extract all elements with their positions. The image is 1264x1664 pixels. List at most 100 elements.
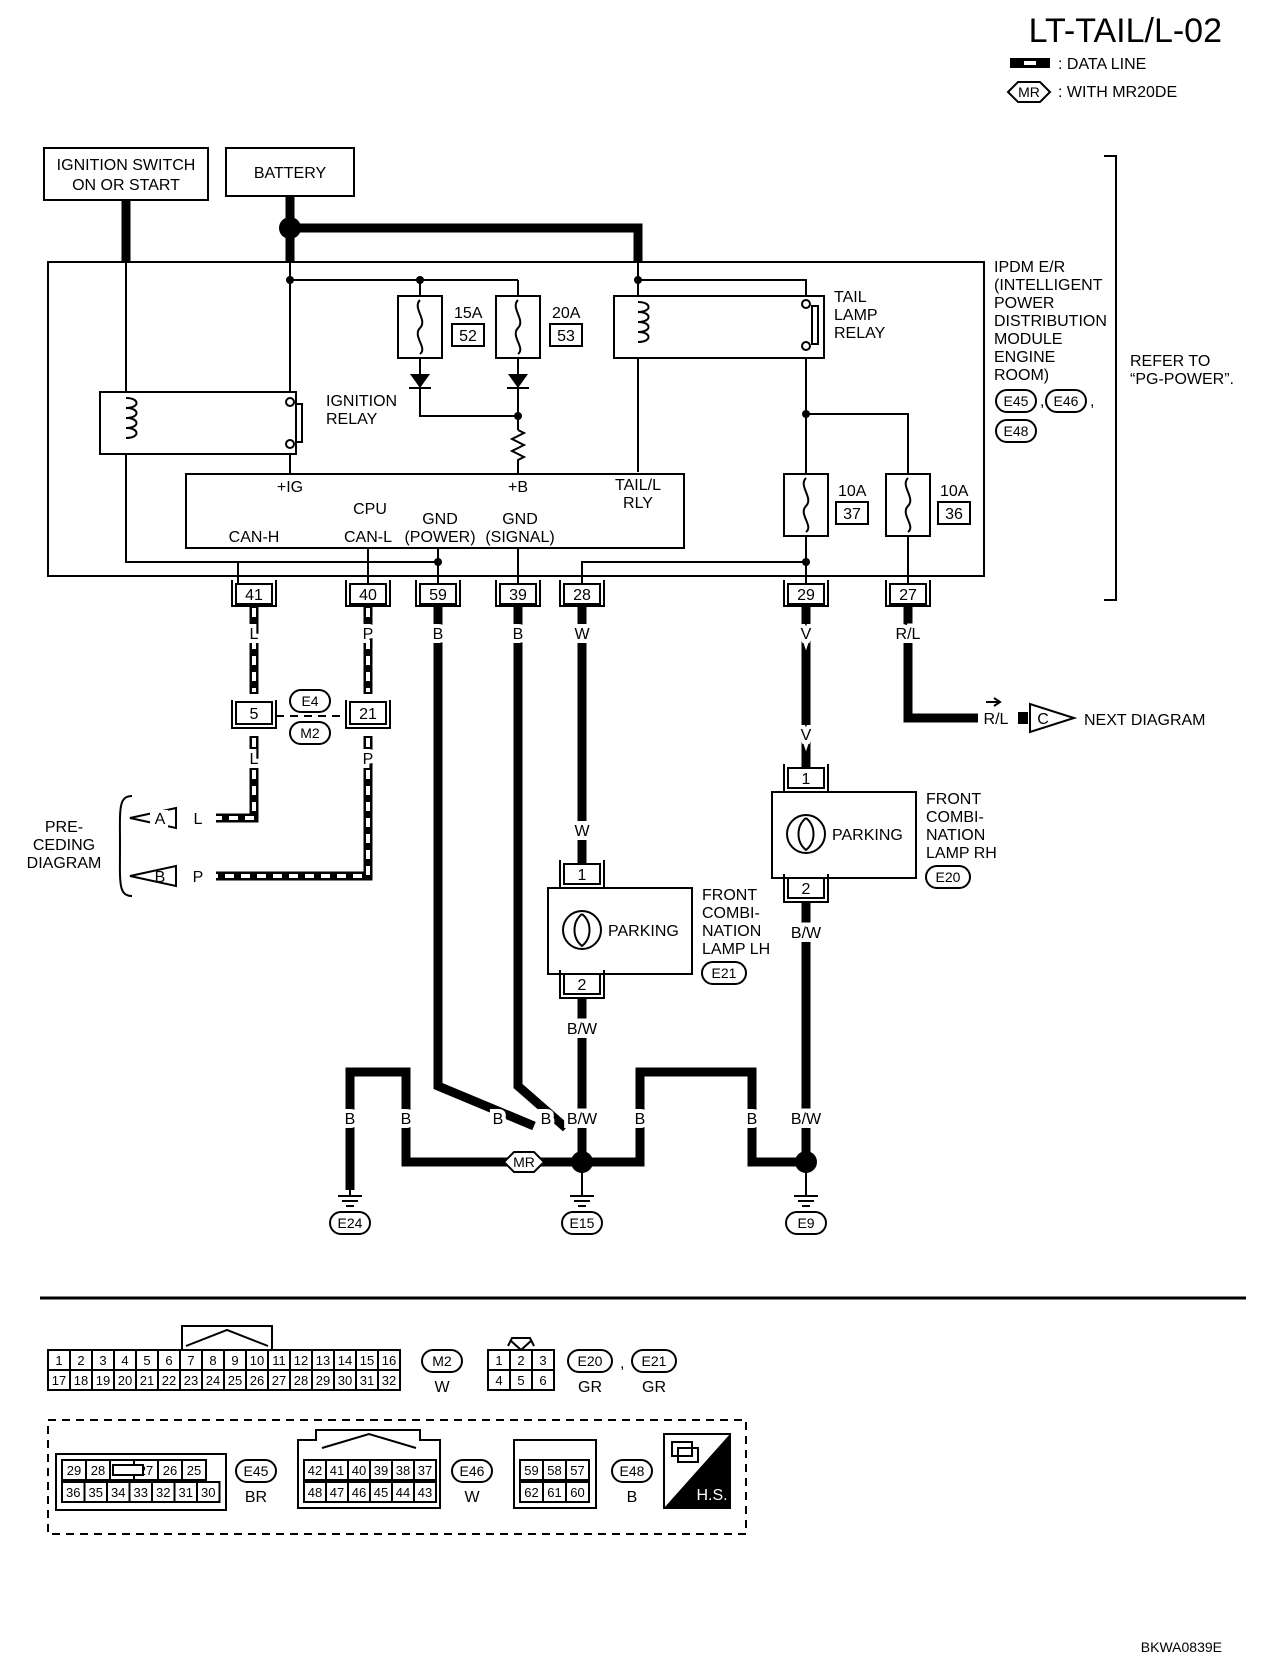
cpu-canh: CAN-H [229, 529, 280, 546]
ground-wire-labels: B B B B B/W B B B/W [341, 1107, 826, 1132]
ground-e24-label: E24 [338, 1215, 363, 1231]
connector-pin: 10 [250, 1353, 264, 1368]
wire-color-40: P [363, 626, 374, 643]
lamp-lh-name: PARKING [608, 923, 679, 940]
wire-color-41: L [250, 626, 259, 643]
ipdm-label-1: IPDM E/R [994, 259, 1065, 276]
connector-icon [671, 1441, 699, 1463]
inline-pin-21: 21 [359, 706, 377, 723]
conn-e21-color: GR [642, 1379, 666, 1396]
lamp-rh-wire-out: B/W [791, 925, 822, 942]
connector-pin: 21 [140, 1373, 154, 1388]
lamp-rh-label-3: NATION [926, 827, 985, 844]
connector-pin: 57 [570, 1463, 584, 1478]
connector-pin: 32 [156, 1485, 170, 1500]
connector-pin: 34 [111, 1485, 125, 1500]
cpu-title: CPU [353, 501, 387, 518]
footer-code: BKWA0839E [1141, 1639, 1222, 1655]
connector-pin: 58 [547, 1463, 561, 1478]
front-combination-lamp-rh: 1 PARKING 2 FRONT COMBI- NATION LAMP RH … [771, 764, 997, 903]
ipdm-label-5: MODULE [994, 331, 1062, 348]
wire-color-28: W [574, 626, 590, 643]
connector-pin: 8 [209, 1353, 216, 1368]
ignition-relay-l1: IGNITION [326, 393, 397, 410]
lamp-lh-pin2: 2 [578, 977, 587, 994]
lamp-lh-label-2: COMBI- [702, 905, 760, 922]
legend-mr-code: MR [1018, 84, 1040, 100]
battery-label: BATTERY [254, 165, 327, 182]
lamp-lh-wire-out: B/W [567, 1021, 598, 1038]
ground-mr-label: MR [513, 1154, 535, 1170]
connector-pin: 9 [231, 1353, 238, 1368]
hs-label: H.S. [696, 1487, 727, 1504]
ipdm-label-3: POWER [994, 295, 1054, 312]
connector-pin: 46 [352, 1485, 366, 1500]
connector-pin: 12 [294, 1353, 308, 1368]
connector-pin: 17 [52, 1373, 66, 1388]
next-diagram-label: NEXT DIAGRAM [1084, 712, 1206, 729]
gwire-2: B [493, 1111, 504, 1128]
connector-pin: 6 [539, 1373, 546, 1388]
lamp-lh-conn: E21 [712, 965, 737, 981]
connector-pin: 28 [294, 1373, 308, 1388]
lamp-lh-wire-in: W [574, 823, 590, 840]
refer-line1: REFER TO [1130, 353, 1210, 370]
lamp-rh-label-1: FRONT [926, 791, 981, 808]
connector-pin: 48 [308, 1485, 322, 1500]
ipdm-conn-e45: E45 [1004, 393, 1029, 409]
ground-e24: E24 [329, 1190, 371, 1235]
tail-relay-l2: LAMP [834, 307, 878, 324]
lamp-rh-pin1: 1 [802, 771, 811, 788]
connector-pin: 16 [382, 1353, 396, 1368]
ipdm-label-6: ENGINE [994, 349, 1055, 366]
wire-color-below-5: L [250, 751, 259, 768]
connector-pin: 22 [162, 1373, 176, 1388]
mr-ground-tag [502, 1151, 546, 1173]
inline-conn-m2: M2 [300, 725, 320, 741]
preceding-label-2: CEDING [33, 837, 95, 854]
gwire-1: B [401, 1111, 412, 1128]
connector-pin: 59 [524, 1463, 538, 1478]
tail-relay-l3: RELAY [834, 325, 886, 342]
wire-color-29: V [801, 626, 812, 643]
cpu-gnds-2: (SIGNAL) [485, 529, 554, 546]
connector-pin: 32 [382, 1373, 396, 1388]
connector-pin: 62 [524, 1485, 538, 1500]
wire-color-39: B [513, 626, 524, 643]
conn-e20-name: E20 [578, 1353, 603, 1369]
connector-pin: 20 [118, 1373, 132, 1388]
connector-pin: 42 [308, 1463, 322, 1478]
conn-m2-name: M2 [432, 1353, 452, 1369]
lamp-rh-name: PARKING [832, 827, 903, 844]
connector-pin: 4 [495, 1373, 502, 1388]
connector-pin: 35 [89, 1485, 103, 1500]
conn-e20-sep: , [620, 1355, 624, 1372]
connector-pin: 25 [187, 1463, 201, 1478]
gwire-7: B/W [791, 1111, 822, 1128]
connector-pin: 61 [547, 1485, 561, 1500]
ipdm-label-2: (INTELLIGENT [994, 277, 1103, 294]
connector-m2-tag: M2 W [421, 1349, 463, 1396]
lamp-rh-pin2: 2 [802, 881, 811, 898]
connector-pin: 26 [250, 1373, 264, 1388]
cpu-b: +B [508, 479, 528, 496]
preceding-arrow-a: A [155, 811, 166, 828]
gwire-3: B [541, 1111, 552, 1128]
conn-m2-color: W [434, 1379, 450, 1396]
ipdm-label-4: DISTRIBUTION [994, 313, 1107, 330]
tail-relay-l1: TAIL [834, 289, 867, 306]
connector-pin: 4 [121, 1353, 128, 1368]
lamp-rh-conn: E20 [936, 869, 961, 885]
connector-pin: 37 [418, 1463, 432, 1478]
preceding-label-3: DIAGRAM [27, 855, 102, 872]
connector-pin: 45 [374, 1485, 388, 1500]
cpu-canl: CAN-L [344, 529, 392, 546]
connector-pin: 14 [338, 1353, 352, 1368]
connector-pin: 47 [330, 1485, 344, 1500]
connector-pin: 11 [272, 1353, 286, 1368]
conn-e45-color: BR [245, 1489, 267, 1506]
lamp-lh-box [547, 887, 693, 975]
cpu-gndp-1: GND [422, 511, 458, 528]
lamp-lh-label-1: FRONT [702, 887, 757, 904]
